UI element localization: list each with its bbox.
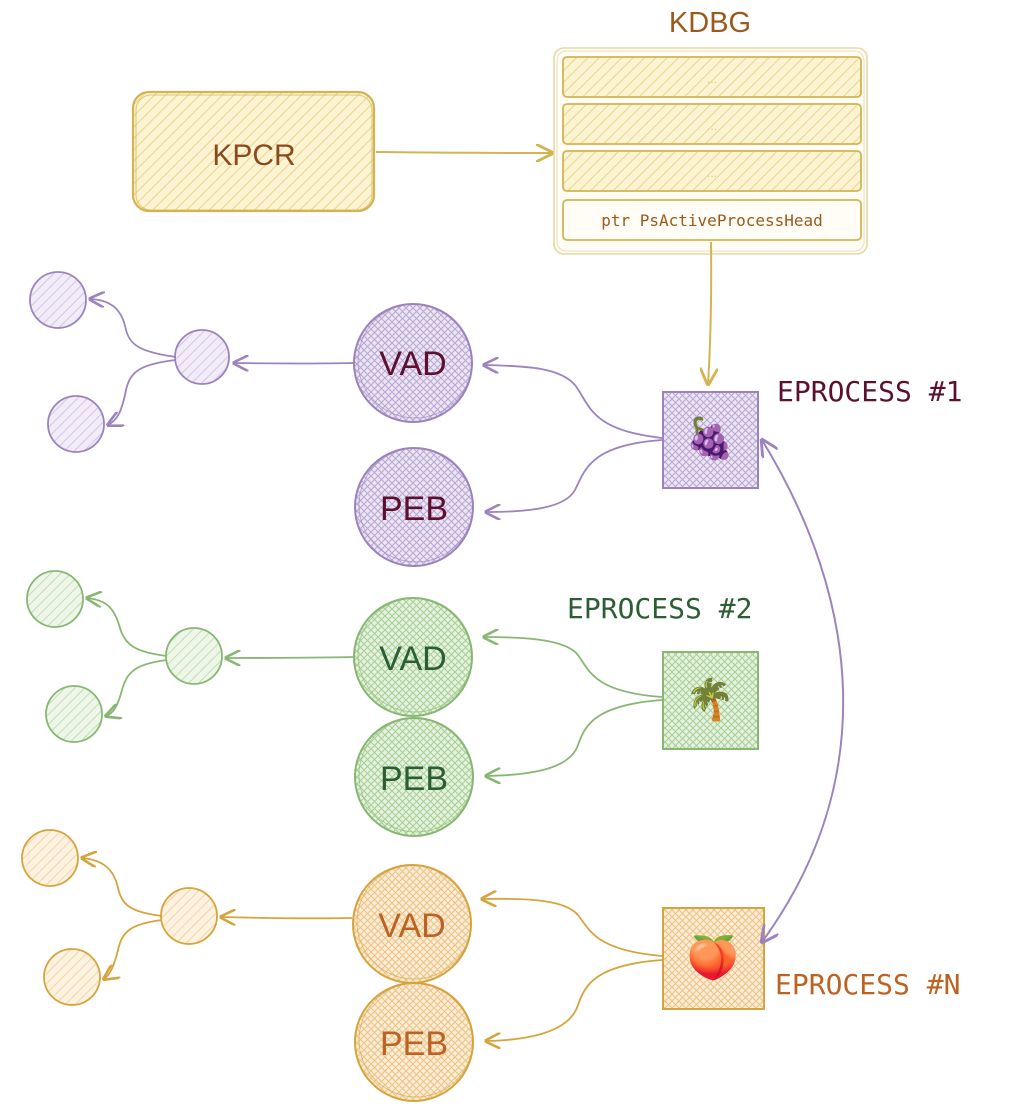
- vad-tree-n-edge-bottom: [104, 919, 163, 979]
- eprocess-1-vad-node: VAD: [353, 303, 473, 423]
- vad-tree-n-node-top: [21, 829, 79, 887]
- eprocess-n-to-vad-arrow: [482, 899, 663, 957]
- kpcr-to-kdbg-arrow: [375, 152, 552, 153]
- eprocess-1-peb-node: PEB: [354, 447, 474, 567]
- eprocess-n-vad-tree: [21, 829, 218, 1006]
- eprocess-n-vad-to-tree-arrow: [221, 917, 353, 918]
- eprocess-2-vad-to-tree-arrow: [226, 657, 354, 658]
- vad-tree-1-edge-top: [90, 299, 177, 358]
- eprocess-1-box: 🍇: [662, 391, 759, 489]
- vad-tree-n-edge-top: [82, 858, 163, 917]
- eprocess-list-link-arrow: [762, 440, 845, 942]
- eprocess-2-box: 🌴: [662, 651, 759, 750]
- kdbg-pointer-row: ptr PsActiveProcessHead: [562, 199, 862, 241]
- eprocess-2-group: VAD PEB 🌴 EPROCESS #2: [26, 570, 759, 837]
- vad-tree-1-edge-bottom: [108, 359, 177, 425]
- eprocess-1-vad-to-tree-arrow: [234, 363, 354, 364]
- eprocess-n-peb-label: PEB: [380, 1025, 448, 1063]
- eprocess-2-vad-tree: [26, 570, 223, 743]
- kdbg-to-eprocess-1-arrow: [708, 241, 711, 384]
- kdbg-row-2-label: ...: [707, 119, 717, 133]
- kdbg-row-3: ...: [562, 150, 862, 192]
- eprocess-1-label: EPROCESS #1: [777, 375, 962, 408]
- eprocess-1-group: VAD PEB 🍇 EPROCESS #1: [29, 271, 962, 567]
- eprocess-n-vad-label: VAD: [378, 907, 445, 945]
- vad-tree-2-node-top: [26, 570, 84, 628]
- vad-tree-2-edge-bottom: [106, 659, 168, 716]
- kpcr-label: KPCR: [212, 139, 295, 172]
- eprocess-2-vad-label: VAD: [379, 640, 446, 678]
- eprocess-n-peb-node: PEB: [354, 982, 474, 1102]
- eprocess-1-to-vad-arrow: [484, 365, 663, 439]
- kdbg-title: KDBG: [669, 7, 751, 39]
- eprocess-n-vad-node: VAD: [352, 864, 472, 984]
- eprocess-1-to-peb-arrow: [486, 439, 663, 512]
- eprocess-2-to-vad-arrow: [484, 637, 663, 698]
- vad-tree-1-node-root: [174, 329, 230, 385]
- grapes-icon: 🍇: [685, 415, 735, 462]
- vad-tree-2-edge-top: [87, 598, 168, 657]
- kdbg-row-1-label: ...: [707, 72, 717, 86]
- kdbg-row-1: ...: [562, 56, 862, 98]
- eprocess-n-group: VAD PEB 🍑 EPROCESS #N: [21, 829, 960, 1102]
- kpcr-box: KPCR: [131, 90, 376, 213]
- vad-tree-2-node-bottom: [45, 685, 103, 743]
- eprocess-1-vad-tree: [29, 271, 230, 453]
- eprocess-2-vad-node: VAD: [353, 597, 473, 717]
- eprocess-n-to-peb-arrow: [486, 959, 663, 1041]
- vad-tree-1-node-bottom: [47, 395, 105, 453]
- vad-tree-n-node-root: [160, 887, 218, 945]
- vad-tree-1-node-top: [29, 271, 87, 329]
- eprocess-2-peb-node: PEB: [354, 717, 474, 837]
- vad-tree-2-node-root: [165, 627, 223, 685]
- eprocess-1-vad-label: VAD: [379, 345, 446, 383]
- kdbg-box: ... ... ... ptr PsActiveProcessHead: [553, 47, 868, 255]
- eprocess-n-label: EPROCESS #N: [775, 968, 960, 1001]
- kdbg-pointer-label: ptr PsActiveProcessHead: [601, 211, 823, 230]
- eprocess-2-peb-label: PEB: [380, 760, 448, 798]
- eprocess-2-to-peb-arrow: [486, 699, 663, 776]
- eprocess-2-label: EPROCESS #2: [567, 592, 752, 625]
- peach-icon: 🍑: [687, 933, 739, 982]
- kdbg-row-3-label: ...: [707, 166, 717, 180]
- vad-tree-n-node-bottom: [43, 948, 101, 1006]
- palm-tree-icon: 🌴: [685, 676, 735, 722]
- eprocess-1-peb-label: PEB: [380, 490, 448, 528]
- eprocess-n-box: 🍑: [662, 907, 765, 1010]
- kdbg-row-2: ...: [562, 103, 862, 145]
